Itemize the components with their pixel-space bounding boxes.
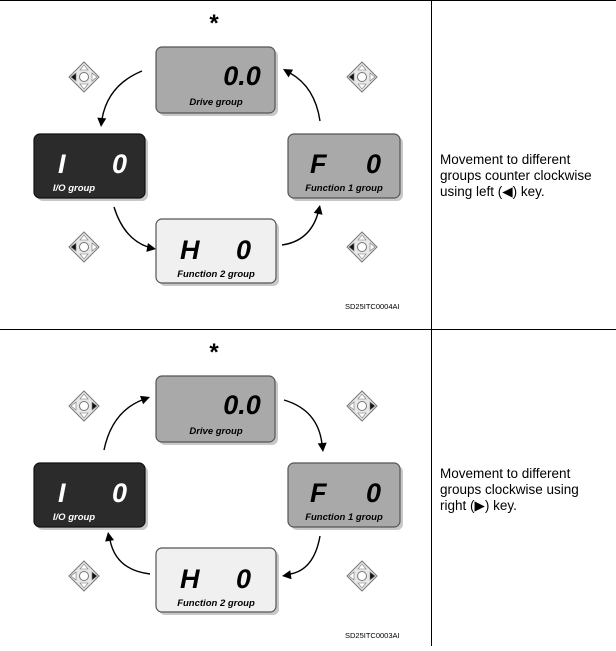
drive-group-value: 0.0	[223, 61, 261, 91]
table-border-top	[0, 0, 616, 1]
arrow-io-to-function2	[113, 206, 156, 252]
io-group-display	[33, 133, 148, 201]
io-group-display	[33, 462, 148, 530]
arrow-function1-to-function2	[282, 535, 321, 580]
function2-group-display	[155, 218, 279, 286]
table-border-middle	[0, 329, 616, 330]
keypad-top-right-right-icon	[346, 390, 378, 422]
function2-group-label: Function 2 group	[177, 598, 255, 609]
figure-code: SD25ITC0003AI	[345, 631, 400, 640]
function1-group-display	[287, 133, 403, 201]
function2-group-value: 0	[236, 235, 251, 265]
arrow-function2-to-io	[105, 532, 151, 575]
function2-group-label: Function 2 group	[177, 269, 255, 280]
drive-group-label: Drive group	[189, 97, 243, 108]
io-group-value: 0	[112, 478, 127, 508]
keypad-top-left-right-icon	[68, 390, 100, 422]
function2-group-letter: H	[180, 235, 200, 265]
arrow-function2-to-function1	[281, 205, 323, 246]
io-group-label: I/O group	[53, 512, 95, 523]
keypad-top-right-left-icon	[346, 61, 378, 93]
arrow-drive-to-io	[97, 70, 143, 127]
drive-group-display	[155, 375, 278, 445]
function1-group-value: 0	[366, 149, 381, 179]
description-counter-clockwise: Movement to different groups counter clo…	[440, 152, 592, 199]
function1-group-label: Function 1 group	[305, 183, 383, 194]
arrow-drive-to-function1	[283, 399, 327, 452]
keypad-bottom-right-left-icon	[346, 231, 378, 263]
function1-group-display	[287, 462, 403, 530]
io-group-value: 0	[112, 149, 127, 179]
function2-group-letter: H	[180, 564, 200, 594]
keypad-bottom-left-right-icon	[68, 560, 100, 592]
drive-group-display	[155, 46, 278, 116]
function1-group-letter: F	[310, 478, 328, 508]
io-group-label: I/O group	[53, 183, 95, 194]
function2-group-display	[155, 547, 279, 615]
function1-group-value: 0	[366, 478, 381, 508]
io-group-letter: I	[58, 478, 66, 508]
figure-code: SD25ITC0004AI	[345, 302, 400, 311]
keypad-bottom-right-right-icon	[346, 560, 378, 592]
drive-group-label: Drive group	[189, 426, 243, 437]
function1-group-letter: F	[310, 149, 328, 179]
io-group-letter: I	[58, 149, 66, 179]
star-marker: *	[209, 339, 219, 366]
table-column-divider	[431, 0, 432, 646]
keypad-bottom-left-left-icon	[68, 231, 100, 263]
drive-group-value: 0.0	[223, 390, 261, 420]
arrow-io-to-drive	[103, 395, 150, 451]
arrow-function1-to-drive	[283, 69, 321, 122]
function1-group-label: Function 1 group	[305, 512, 383, 523]
function2-group-value: 0	[236, 564, 251, 594]
keypad-top-left-left-icon	[68, 61, 100, 93]
star-marker: *	[209, 10, 219, 37]
description-clockwise: Movement to different groups clockwise u…	[440, 466, 579, 513]
